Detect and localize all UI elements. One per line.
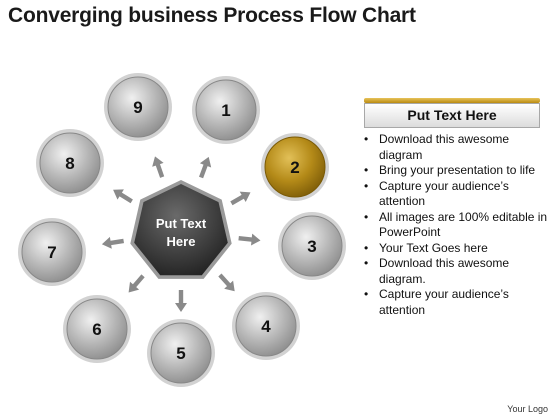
process-node-4: 4 xyxy=(232,292,300,360)
bullet-item: All images are 100% editable in PowerPoi… xyxy=(364,210,549,241)
process-node-label: 5 xyxy=(176,344,185,363)
process-node-label: 8 xyxy=(65,154,74,173)
process-node-2: 2 xyxy=(261,133,329,201)
panel-header-accent xyxy=(364,98,540,103)
flow-arrow-9 xyxy=(152,156,165,178)
flow-arrow-2 xyxy=(230,191,251,206)
bullet-item: Download this awesome diagram xyxy=(364,132,549,163)
process-node-1: 1 xyxy=(192,76,260,144)
process-node-3: 3 xyxy=(278,212,346,280)
panel-header-title: Put Text Here xyxy=(364,103,540,128)
process-node-label: 7 xyxy=(47,243,56,262)
page-title: Converging business Process Flow Chart xyxy=(8,4,416,27)
flow-arrow-3 xyxy=(238,233,261,246)
center-hub-text: Here xyxy=(167,234,196,249)
bullet-item: Capture your audience’s attention xyxy=(364,179,549,210)
bullet-item: Capture your audience’s attention xyxy=(364,287,549,318)
process-node-label: 4 xyxy=(261,317,271,336)
process-node-label: 9 xyxy=(133,98,142,117)
process-node-8: 8 xyxy=(36,129,104,197)
flow-arrow-4 xyxy=(218,273,235,292)
flow-arrow-6 xyxy=(128,274,145,293)
process-node-7: 7 xyxy=(18,218,86,286)
process-node-5: 5 xyxy=(147,319,215,387)
flow-arrow-8 xyxy=(113,189,133,204)
bullet-item: Download this awesome diagram. xyxy=(364,256,549,287)
process-node-label: 2 xyxy=(290,158,299,177)
process-node-label: 3 xyxy=(307,237,316,256)
center-hub-text: Put Text xyxy=(156,216,207,231)
panel-header: Put Text Here xyxy=(364,98,540,128)
flow-arrow-5 xyxy=(175,290,187,312)
flow-arrow-1 xyxy=(199,156,212,179)
bullet-item: Bring your presentation to life xyxy=(364,163,549,179)
process-node-6: 6 xyxy=(63,295,131,363)
flow-arrow-7 xyxy=(101,236,124,249)
bullet-item: Your Text Goes here xyxy=(364,241,549,257)
process-node-9: 9 xyxy=(104,73,172,141)
bullet-list: Download this awesome diagram Bring your… xyxy=(364,132,549,318)
process-node-label: 6 xyxy=(92,320,101,339)
logo-text: Your Logo xyxy=(507,404,548,414)
process-node-label: 1 xyxy=(221,101,230,120)
